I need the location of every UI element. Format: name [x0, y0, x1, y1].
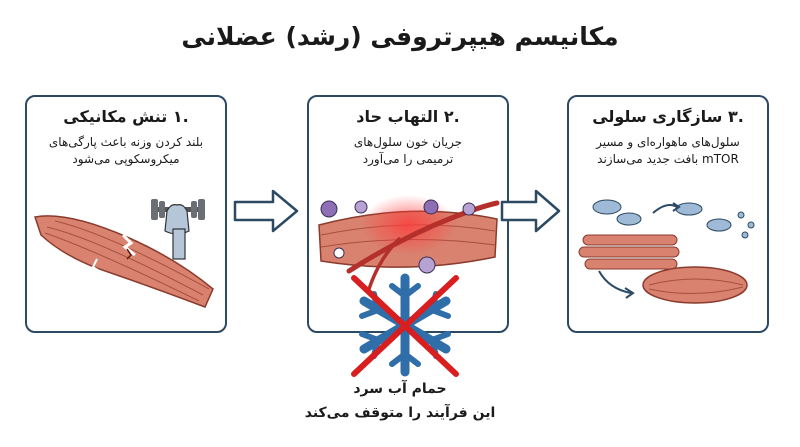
- torn-muscle-illustration: [34, 199, 214, 308]
- step-panel-cellular-adaptation: .۳ سازگاری سلولی سلول‌های ماهواره‌ای و م…: [567, 95, 769, 333]
- dumbbell-icon: [151, 199, 205, 260]
- cross-out-icon: [351, 275, 459, 377]
- step-title: .۳ سازگاری سلولی: [592, 107, 744, 126]
- arrow-right-icon: [500, 189, 561, 233]
- step-description: سلول‌های ماهواره‌ای و مسیر mTOR بافت جدی…: [573, 134, 763, 168]
- arrow-right-icon: [233, 189, 299, 233]
- inflamed-muscle-illustration: [318, 195, 500, 291]
- caption-line: حمام آب سرد: [353, 381, 447, 397]
- muscle-icon: [34, 215, 214, 308]
- cold-water-snowflake-icon: [351, 273, 459, 377]
- step-description-line: ترمیمی را می‌آورد: [362, 152, 454, 166]
- step-description: بلند کردن وزنه باعث پارگی‌های میکروسکوپی…: [31, 134, 221, 168]
- cold-bath-caption: حمام آب سرد این فرآیند را متوقف می‌کند: [200, 377, 600, 425]
- step-description-line: جریان خون سلول‌های: [353, 135, 463, 149]
- step-panel-mechanical-tension: .۱ تنش مکانیکی بلند کردن وزنه باعث پارگی…: [25, 95, 227, 333]
- step-description-line: میکروسکوپی می‌شود: [72, 152, 180, 166]
- step-title: .۲ التهاب حاد: [356, 107, 460, 126]
- step-description-line: سلول‌های ماهواره‌ای و مسیر: [596, 135, 740, 149]
- muscle-regrowth-illustration: [578, 199, 755, 304]
- step-description-line: mTOR بافت جدید می‌سازند: [597, 152, 739, 166]
- step-title: .۱ تنش مکانیکی: [63, 107, 189, 126]
- diagram-title: مکانیسم هیپرتروفی (رشد) عضلانی: [181, 22, 619, 51]
- step-description: جریان خون سلول‌های ترمیمی را می‌آورد: [313, 134, 503, 168]
- step-description-line: بلند کردن وزنه باعث پارگی‌های: [48, 135, 204, 149]
- caption-line: این فرآیند را متوقف می‌کند: [304, 405, 496, 421]
